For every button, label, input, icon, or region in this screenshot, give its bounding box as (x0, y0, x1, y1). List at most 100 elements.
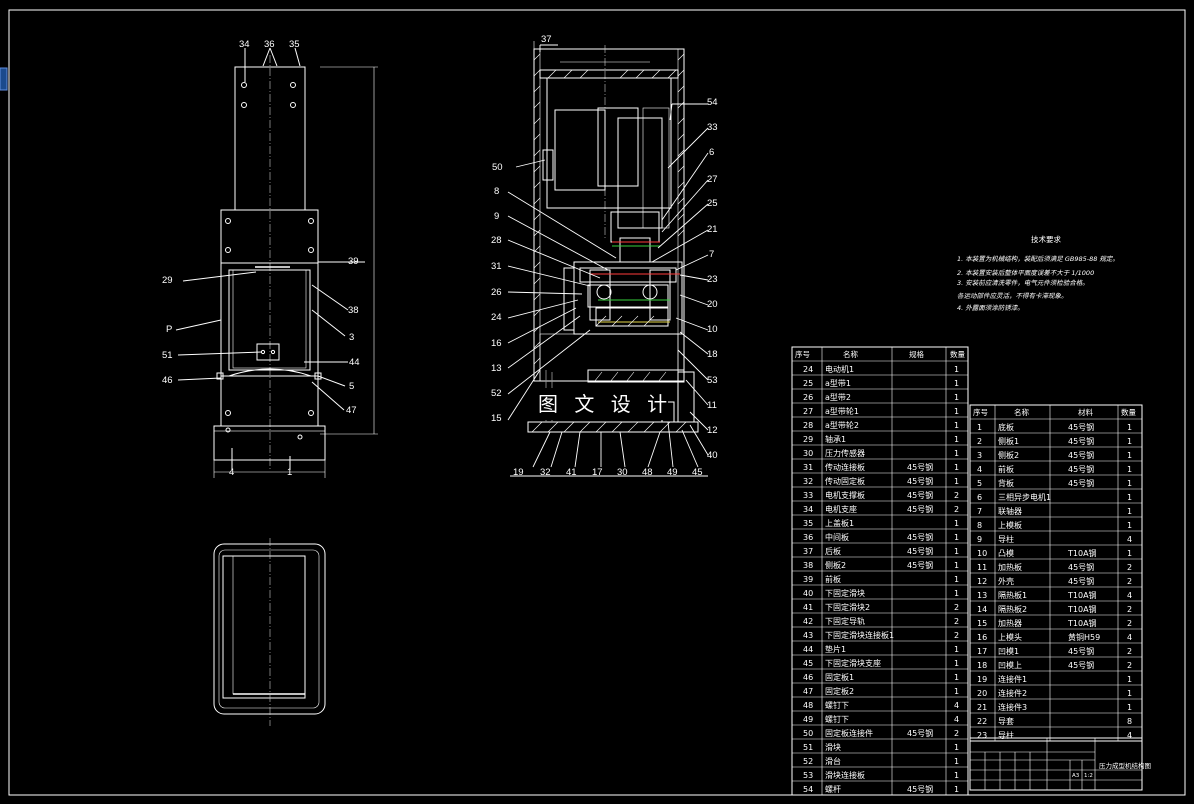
bom_left-cell: 41 (803, 603, 813, 612)
bom_left-cell: 29 (803, 435, 813, 444)
bom_right-cell: 连接件1 (998, 674, 1027, 684)
bom_left-cell: 螺钉下 (825, 714, 849, 724)
bom_left-cell: 30 (803, 449, 813, 458)
bom_right-cell: 45号钢 (1068, 576, 1094, 586)
bom_left-cell: 固定板2 (825, 686, 854, 696)
bom_right-cell: T10A钢 (1067, 548, 1097, 558)
label-21: 21 (707, 224, 718, 235)
bom_right-cell: 4 (1127, 731, 1132, 740)
bom_right-cell: 隔热板1 (998, 590, 1027, 600)
label-30: 30 (617, 467, 628, 478)
bom_right-cell: 凸模 (998, 548, 1014, 558)
bom_right-cell: 20 (977, 689, 987, 698)
label-3: 3 (349, 332, 354, 343)
label-36: 36 (264, 39, 275, 50)
bom_right-cell: 1 (1127, 675, 1132, 684)
bom_right-cell: 4 (1127, 633, 1132, 642)
bom-left-header-name: 名称 (843, 349, 858, 359)
label-26: 26 (491, 287, 502, 298)
bom_left-cell: 34 (803, 505, 813, 514)
label-48: 48 (642, 467, 653, 478)
label-51: 51 (162, 350, 173, 361)
bom_left-cell: 1 (954, 519, 959, 528)
bom_right-cell: 4 (1127, 535, 1132, 544)
bom_right-cell: 2 (1127, 661, 1132, 670)
bom_left-cell: 1 (954, 365, 959, 374)
label-29: 29 (162, 275, 173, 286)
bom_right-cell: 7 (977, 507, 982, 516)
bom_right-cell: 4 (1127, 591, 1132, 600)
tech-req-line-2: 2. 本装置安装后整体平面度误差不大于 1/1000 (957, 269, 1094, 277)
section-view-labels: 37 54 33 6 50 27 8 25 9 21 28 7 31 23 26… (491, 34, 718, 478)
bom_right-cell: 45号钢 (1068, 478, 1094, 488)
bom_right-cell: 3 (977, 451, 982, 460)
bom_left-cell: 45号钢 (907, 560, 933, 570)
bom_right-cell: 19 (977, 675, 987, 684)
label-P: P (166, 324, 172, 335)
label-5: 5 (349, 381, 354, 392)
bom_left-cell: 47 (803, 687, 813, 696)
bom-right-header-material: 材料 (1078, 407, 1094, 417)
bom_right-cell: 1 (1127, 549, 1132, 558)
title-block-sheet: A3 (1072, 773, 1080, 779)
tech-req-line-5: 4. 外露面须涂防锈漆。 (957, 304, 1024, 312)
label-27: 27 (707, 174, 718, 185)
title-block: 压力成型机结构图 A3 1:2 (969, 737, 1151, 791)
label-46: 46 (162, 375, 173, 386)
bom_left-cell: 2 (954, 603, 959, 612)
label-4: 4 (229, 467, 234, 478)
bom_left-cell: 电机支撑板 (825, 490, 865, 500)
bom_right-cell: 45号钢 (1068, 660, 1094, 670)
bom_left-cell: 45号钢 (907, 462, 933, 472)
bom_left-cell: 轴承1 (825, 434, 846, 444)
bom_left-cell: 1 (954, 407, 959, 416)
bom_left-cell: 1 (954, 533, 959, 542)
bom_right-cell: T10A钢 (1067, 590, 1097, 600)
bom_left-cell: 1 (954, 673, 959, 682)
bom_right-cell: 45号钢 (1068, 562, 1094, 572)
bom-left-header-spec: 规格 (909, 349, 924, 359)
tech-req-line-4: 各运动部件应灵活，不得有卡滞现象。 (957, 292, 1068, 300)
bom_left-cell: a型带2 (825, 393, 851, 402)
bom_left-cell: 1 (954, 589, 959, 598)
bom_left-cell: 2 (954, 729, 959, 738)
bom_left-cell: 45号钢 (907, 490, 933, 500)
bom_left-cell: 45号钢 (907, 504, 933, 514)
label-35: 35 (289, 39, 300, 50)
bom_right-cell: 1 (1127, 493, 1132, 502)
bom_left-cell: 1 (954, 785, 959, 794)
label-10: 10 (707, 324, 718, 335)
label-34: 34 (239, 39, 250, 50)
bom_left-cell: 4 (954, 715, 959, 724)
bom_right-cell: 45号钢 (1068, 450, 1094, 460)
bom_left-cell: 侧板2 (825, 560, 846, 570)
label-47: 47 (346, 405, 357, 416)
bom_left-cell: 26 (803, 393, 813, 402)
bom_left-cell: 39 (803, 575, 813, 584)
bom_left-cell: 35 (803, 519, 813, 528)
bom_right-cell: 连接件3 (998, 702, 1027, 712)
bom_right-cell: 13 (977, 591, 987, 600)
bom_left-cell: 45号钢 (907, 476, 933, 486)
bom_right-cell: 1 (1127, 689, 1132, 698)
bom_left-cell: 33 (803, 491, 813, 500)
bom_left-cell: 38 (803, 561, 813, 570)
bom_left-cell: 25 (803, 379, 813, 388)
bom_left-cell: 下固定导轨 (825, 616, 865, 626)
bom_left-cell: 传动固定板 (825, 476, 865, 486)
bom_left-cell: 45号钢 (907, 728, 933, 738)
plan-view (213, 538, 326, 726)
watermark-backdrop (532, 388, 668, 420)
bom_right-cell: 15 (977, 619, 987, 628)
label-19: 19 (513, 467, 524, 478)
bom_right-cell: 黄铜H59 (1068, 632, 1100, 642)
ucs-marker[interactable] (0, 67, 8, 91)
bom_right-cell: 1 (1127, 451, 1132, 460)
bom_left-cell: a型带轮2 (825, 420, 859, 430)
bom_right-cell: 底板 (998, 422, 1014, 432)
bom_left-cell: 电机支座 (825, 504, 857, 514)
label-15: 15 (491, 413, 502, 424)
bom_left-cell: 电动机1 (825, 364, 854, 374)
bom_left-cell: a型带1 (825, 379, 851, 388)
bom_left-cell: 45号钢 (907, 546, 933, 556)
